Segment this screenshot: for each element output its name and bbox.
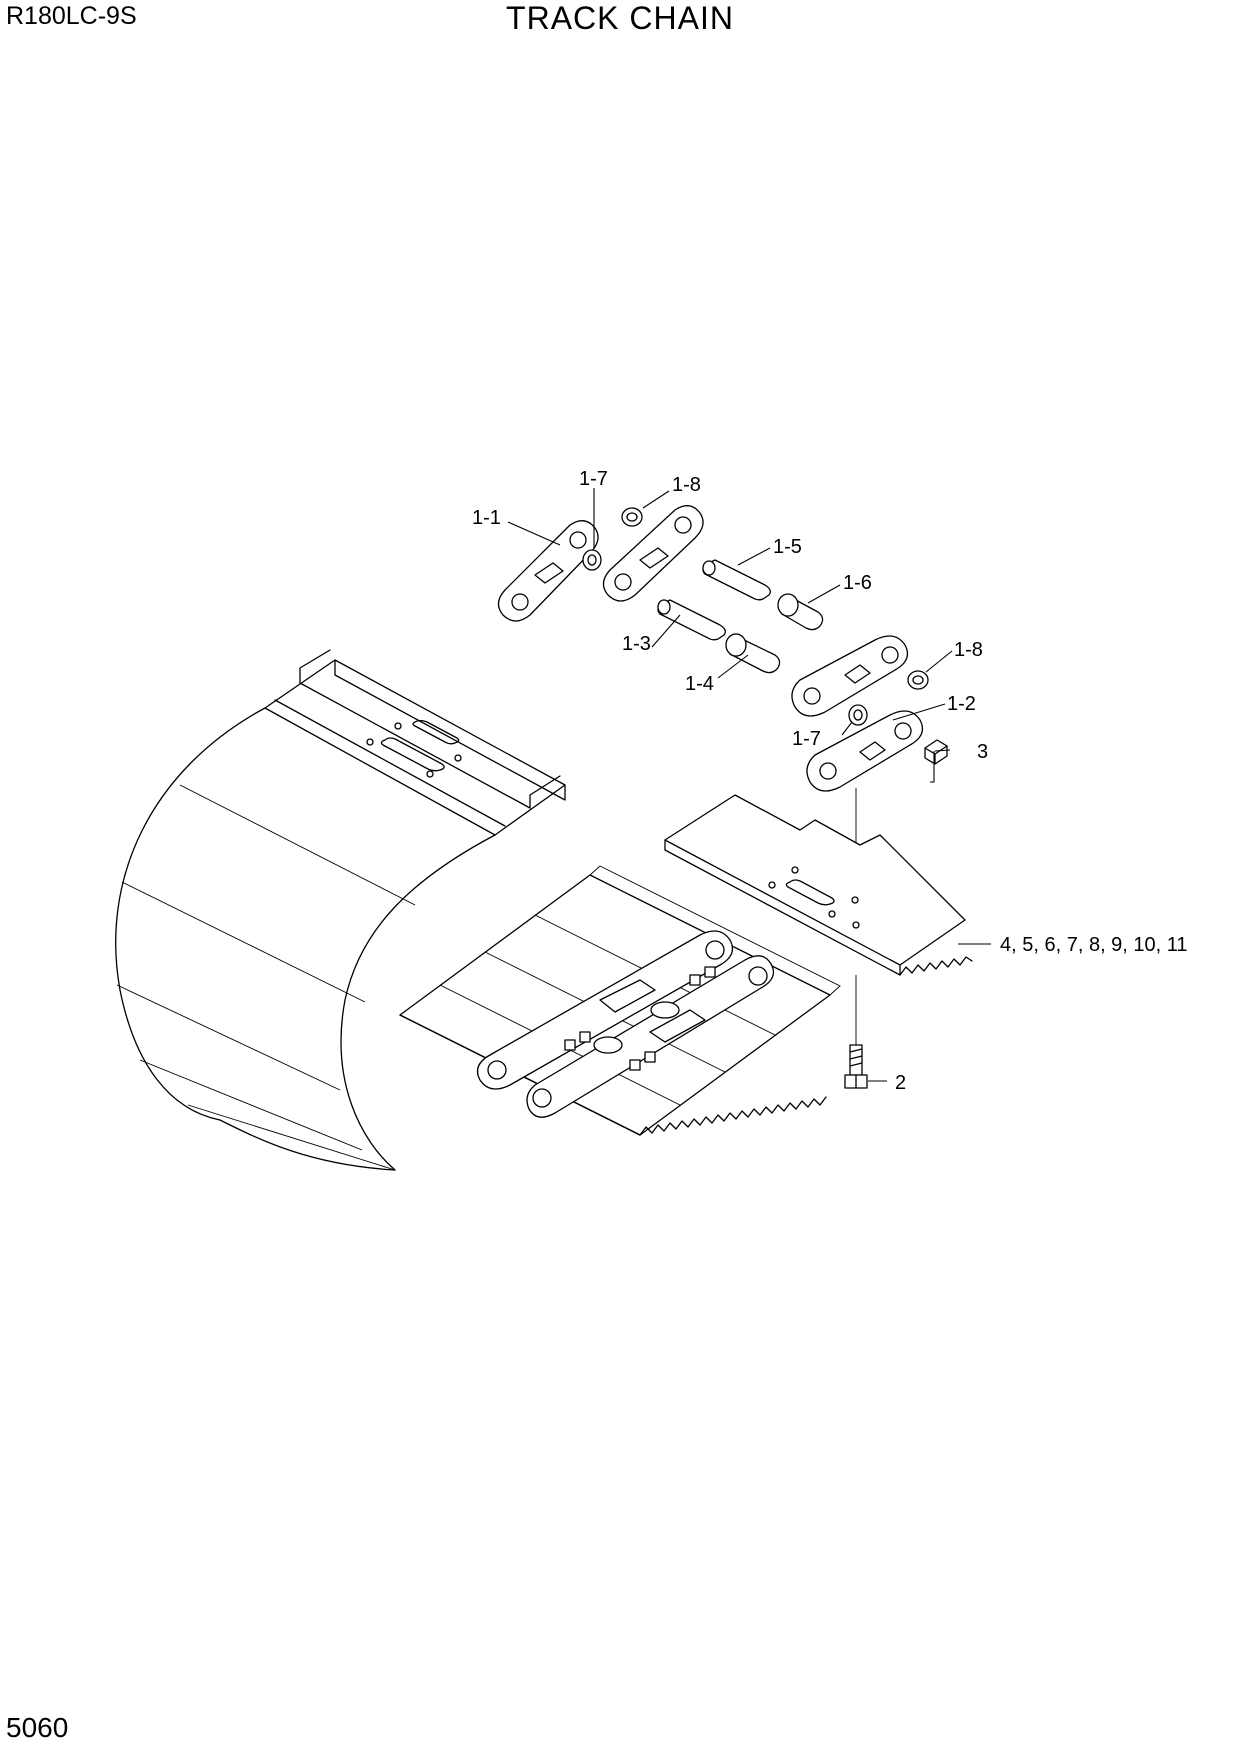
leader-lines: [507, 488, 991, 1082]
callout-1-1: 1-1: [472, 507, 501, 529]
callout-1-8-top: 1-8: [672, 474, 701, 496]
callout-1-8-right: 1-8: [954, 639, 983, 661]
model-number: R180LC-9S: [6, 2, 137, 30]
callout-4-11: 4, 5, 6, 7, 8, 9, 10, 11: [1000, 934, 1188, 956]
callout-1-7-top: 1-7: [579, 468, 608, 490]
page-number: 5060: [6, 1712, 69, 1743]
callout-2: 2: [895, 1072, 906, 1094]
callout-1-2: 1-2: [947, 693, 976, 715]
callout-1-5: 1-5: [773, 536, 802, 558]
callout-1-7-bottom: 1-7: [792, 728, 821, 750]
page-title: TRACK CHAIN: [506, 0, 734, 36]
callout-3: 3: [977, 741, 988, 763]
track-assembly-illustration: [115, 649, 841, 1171]
callout-1-6: 1-6: [843, 572, 872, 594]
callout-1-4: 1-4: [685, 673, 714, 695]
exploded-parts: [497, 505, 973, 1089]
callout-labels: 1-1 1-7 1-8 1-5 1-6 1-3 1-4 1-8 1-2 1-7 …: [472, 468, 1188, 1094]
callout-1-3: 1-3: [622, 633, 651, 655]
